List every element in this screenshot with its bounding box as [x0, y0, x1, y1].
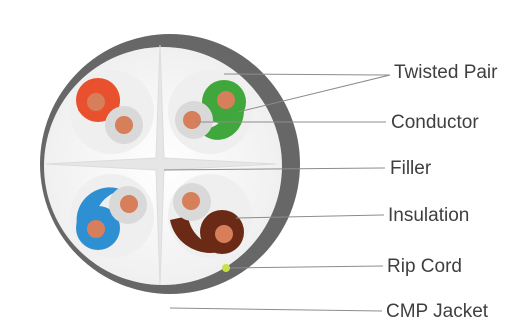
twisted-pair-green: [168, 70, 252, 154]
label-rip-cord: Rip Cord: [387, 256, 462, 277]
twisted-pair-blue: [70, 174, 154, 258]
twisted-pair-orange: [70, 70, 154, 154]
leader-twisted-pair-a: [223, 73, 391, 76]
conductor-green-1: [217, 91, 235, 109]
leader-rip-cord: [229, 265, 384, 269]
leader-insulation: [235, 214, 385, 219]
insulation-blue-tail: [76, 187, 122, 230]
insulation-brown-tail: [170, 216, 228, 253]
conductor-orange-2: [115, 116, 133, 134]
label-filler: Filler: [390, 158, 432, 179]
leader-lines: [163, 73, 391, 312]
label-cmp-jacket: CMP Jacket: [386, 301, 489, 322]
conductor-brown-2: [182, 192, 200, 210]
filler: [45, 44, 277, 286]
conductor-blue-1: [87, 220, 105, 238]
conductor-orange-1: [87, 93, 105, 111]
twisted-pair-brown: [168, 174, 252, 258]
leader-twisted-pair-b: [237, 74, 391, 113]
label-twisted-pair: Twisted Pair: [394, 62, 498, 83]
conductor-blue-2: [120, 195, 138, 213]
leader-cmp-jacket: [169, 307, 383, 312]
rip-cord: [222, 264, 230, 272]
label-conductor: Conductor: [391, 112, 479, 133]
label-insulation: Insulation: [388, 205, 470, 226]
conductor-green-2: [183, 111, 201, 129]
leader-filler: [163, 167, 386, 171]
conductor-brown-1: [215, 225, 233, 243]
